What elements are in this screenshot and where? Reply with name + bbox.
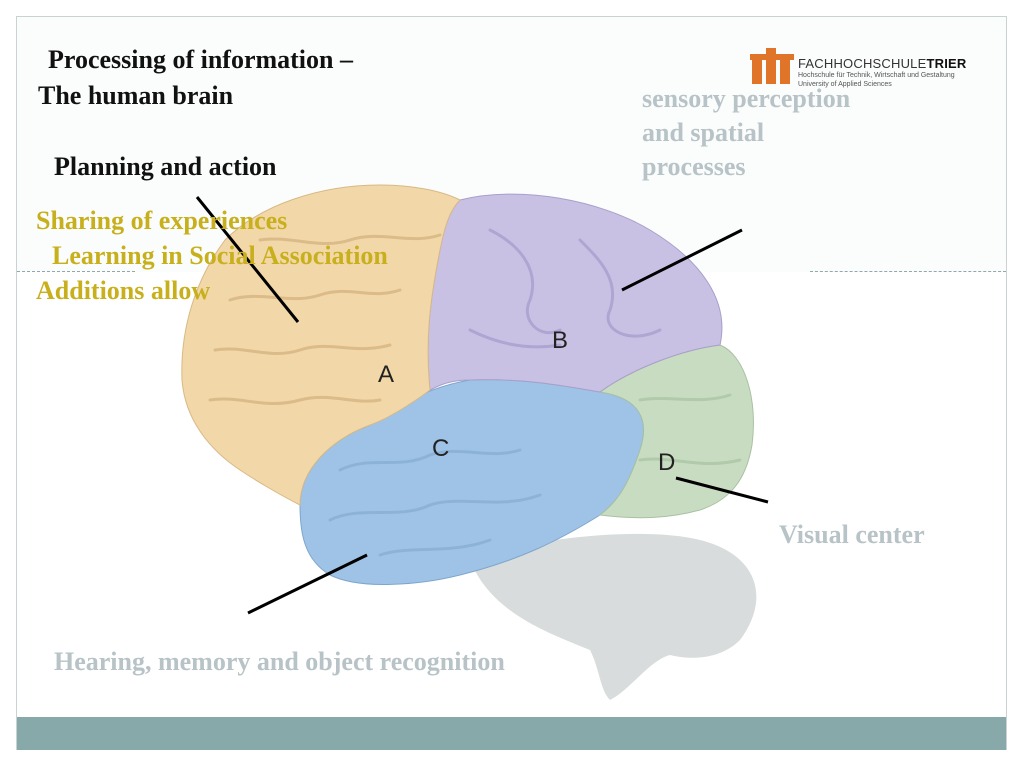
planning-label: Planning and action [54,152,277,181]
title-line-2: The human brain [38,81,234,110]
region-a-label: A [378,361,394,388]
cerebellum [470,533,757,700]
sharing-line-3: Additions allow [36,276,211,305]
sharing-label: Sharing of experiences Learning in Socia… [36,203,388,308]
region-d-label: D [658,449,675,476]
sensory-label: sensory perception and spatial processes [642,82,850,184]
sensory-line-3: processes [642,152,746,181]
pointer-line-a [195,196,300,323]
sharing-line-1: Sharing of experiences [36,206,288,235]
sharing-line-2: Learning in Social Association [52,241,388,270]
logo-name-bold: TRIER [926,56,967,71]
university-logo: FACHHOCHSCHULETRIER Hochschule für Techn… [750,46,990,92]
logo-name-light: FACHHOCHSCHULE [798,56,927,71]
pointer-line-c [247,553,368,615]
region-b-label: B [552,327,568,354]
footer-bar [17,717,1006,750]
logo-sub-2: University of Applied Sciences [798,81,892,88]
title-line-1: Processing of information – [48,45,353,74]
logo-mark-icon [750,48,794,84]
hearing-label: Hearing, memory and object recognition [54,647,505,676]
visual-center-label: Visual center [779,520,925,549]
divider-right [810,271,1006,272]
slide-title: Processing of information – The human br… [38,42,353,114]
region-c-label: C [432,435,449,462]
logo-sub-1: Hochschule für Technik, Wirtschaft und G… [798,72,955,79]
pointer-line-d [675,476,769,504]
sensory-line-1: sensory perception [642,84,851,113]
pointer-line-b [621,228,743,292]
divider-left [17,271,135,272]
sensory-line-2: and spatial [642,118,765,147]
